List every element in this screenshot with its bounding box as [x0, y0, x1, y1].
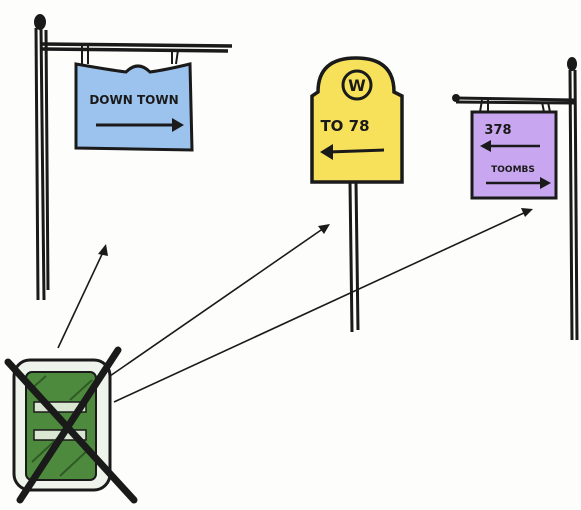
- route-post-finial-icon: [567, 57, 577, 71]
- highway-signpost: W TO 78: [312, 58, 402, 332]
- downtown-sign-board: [76, 64, 192, 150]
- post-pole: [36, 28, 48, 300]
- downtown-sign: DOWN TOWN: [76, 64, 192, 150]
- highway-sign-label: TO 78: [320, 117, 369, 135]
- highway-sign: W TO 78: [312, 58, 402, 182]
- post-arm: [42, 44, 232, 51]
- route-line2-label: TOOMBS: [491, 165, 535, 175]
- highway-emblem-label: W: [348, 76, 366, 95]
- route-sign: 378 TOOMBS: [472, 112, 556, 198]
- arrow-to-downtown-icon: [58, 244, 108, 348]
- route-post-arm: [456, 98, 574, 103]
- downtown-signpost: DOWN TOWN: [34, 14, 232, 300]
- downtown-sign-label: DOWN TOWN: [89, 93, 178, 107]
- route-line1-label: 378: [484, 123, 511, 138]
- route-signpost: 378 TOOMBS: [452, 57, 577, 340]
- arrow-to-route-icon: [114, 208, 533, 402]
- route-post-pole: [570, 70, 577, 340]
- post-finial-icon: [34, 14, 46, 30]
- highway-emblem-icon: W: [343, 71, 371, 99]
- pointer-arrows: [58, 208, 533, 402]
- highway-post-pole: [350, 182, 358, 332]
